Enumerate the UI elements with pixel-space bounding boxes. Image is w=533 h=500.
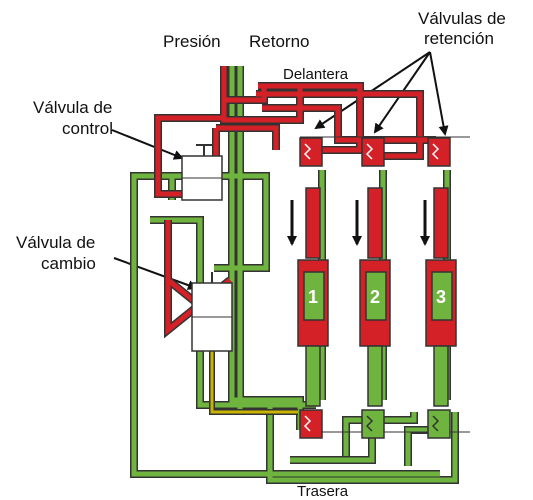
cylinder-1: 1 [287, 137, 329, 439]
rear-label: Trasera [297, 483, 349, 500]
control-valve [181, 144, 223, 201]
cylinder-number-2: 2 [370, 287, 380, 307]
return-label: Retorno [249, 32, 309, 51]
pressure-front-manifold-2 [256, 91, 423, 159]
cylinder-number-3: 3 [436, 287, 446, 307]
drain-line [209, 350, 298, 415]
check-valve-rear-3 [427, 409, 451, 439]
check-valve-front-3 [427, 137, 451, 167]
return-control-loop [131, 173, 440, 477]
check-valve-front-2 [361, 137, 385, 167]
check-valve-front-1 [299, 137, 323, 167]
pressure-control-loop [155, 115, 224, 197]
pressure-front-manifold-3 [262, 105, 436, 143]
control-valve-label-line1: Válvula de [33, 98, 112, 117]
control-valve-label-line2: control [62, 119, 113, 138]
pressure-control-feed [213, 125, 279, 170]
cylinder-2: 2 [352, 137, 391, 439]
return-control-feed [169, 173, 269, 271]
piston-3 [431, 271, 453, 321]
callout-control-valve [111, 129, 184, 160]
change-valve-label-line1: Válvula de [16, 233, 95, 252]
piston-1 [303, 271, 325, 321]
callout-change-valve [113, 257, 198, 290]
change-valve-label-line2: cambio [41, 254, 96, 273]
cylinder-3: 3 [420, 137, 457, 439]
return-lines [130, 66, 459, 484]
callout-check-valve-3 [429, 51, 449, 136]
change-valve [191, 272, 233, 352]
pressure-control-feed-outline [212, 124, 280, 170]
pressure-front-manifold-1 [224, 83, 363, 153]
piston-2 [365, 271, 387, 321]
check-valves-label-line1: Válvulas de [418, 9, 506, 28]
pressure-label: Presión [163, 32, 221, 51]
check-valve-rear-2 [361, 409, 385, 439]
check-valve-rear-1 [299, 409, 323, 439]
cylinder-number-1: 1 [308, 287, 318, 307]
drain-line-fill [210, 350, 298, 414]
front-label: Delantera [283, 66, 349, 83]
check-valves-label-line2: retención [424, 29, 494, 48]
